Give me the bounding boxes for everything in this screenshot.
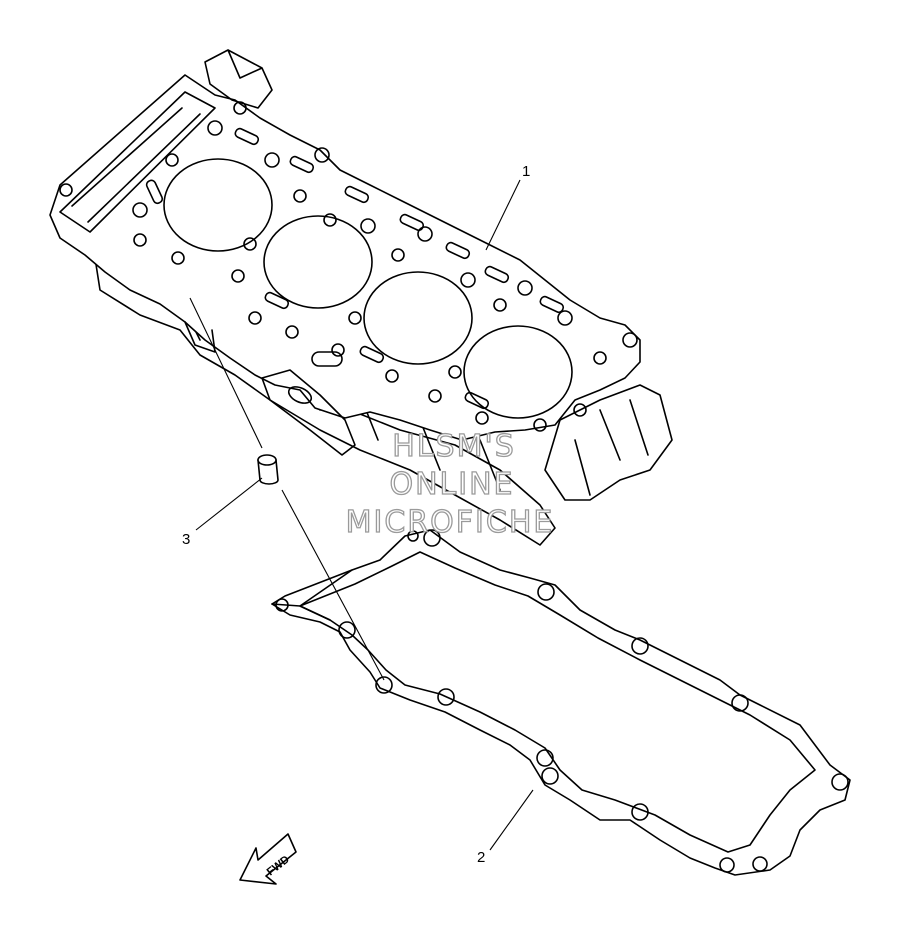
cylinder-top-deck	[49, 74, 641, 441]
callout-1[interactable]: 1	[485, 163, 530, 251]
callout-3-leader	[195, 477, 263, 531]
fwd-arrow-shape	[239, 833, 297, 885]
bolt-hole-top	[233, 101, 247, 115]
cylinder-right-jacket-detail	[574, 399, 649, 496]
callout-1-leader	[485, 179, 521, 251]
watermark-line-2: ONLINE	[389, 467, 514, 502]
left-base-flange	[184, 321, 216, 353]
dowel-pin-top	[257, 454, 277, 466]
water-jacket-slots	[145, 127, 565, 410]
cylinder-bore-3	[363, 271, 473, 365]
cylinder-right-jacket	[544, 384, 673, 501]
watermark: HLSM'S ONLINE MICROFICHE	[345, 428, 555, 540]
callout-2[interactable]: 2	[477, 789, 534, 866]
dowel-pin-body	[257, 459, 279, 485]
callout-3-label: 3	[182, 531, 190, 548]
callout-3[interactable]: 3	[182, 477, 263, 548]
gasket-bolt-holes	[275, 529, 849, 873]
watermark-line-3: MICROFICHE	[346, 505, 555, 540]
dowel-pin[interactable]	[257, 454, 279, 485]
gasket-inner-edge	[299, 551, 816, 853]
callout-2-label: 2	[477, 849, 485, 866]
fwd-arrow-icon: FWD	[239, 833, 297, 885]
watermark-line-1: HLSM'S	[392, 429, 516, 464]
assembly-lines	[189, 297, 385, 681]
cylinder-bore-1	[163, 158, 273, 252]
callout-2-leader	[489, 789, 534, 851]
cylinder-base-gasket[interactable]	[271, 529, 851, 876]
cylinder-bolt-holes	[132, 120, 638, 432]
gasket-left-tab	[271, 569, 353, 621]
cam-chain-tunnel	[59, 91, 216, 233]
gasket-outer-edge	[271, 529, 851, 876]
cylinder-bore-2	[263, 215, 373, 309]
mounting-lug	[261, 369, 356, 456]
dowel-hole-left	[59, 183, 73, 197]
mounting-lug-hole	[287, 386, 313, 404]
cylinder-block[interactable]	[49, 49, 673, 546]
sensor-boss	[204, 49, 273, 109]
callout-1-label: 1	[522, 163, 530, 180]
cylinder-bore-4	[463, 325, 573, 419]
